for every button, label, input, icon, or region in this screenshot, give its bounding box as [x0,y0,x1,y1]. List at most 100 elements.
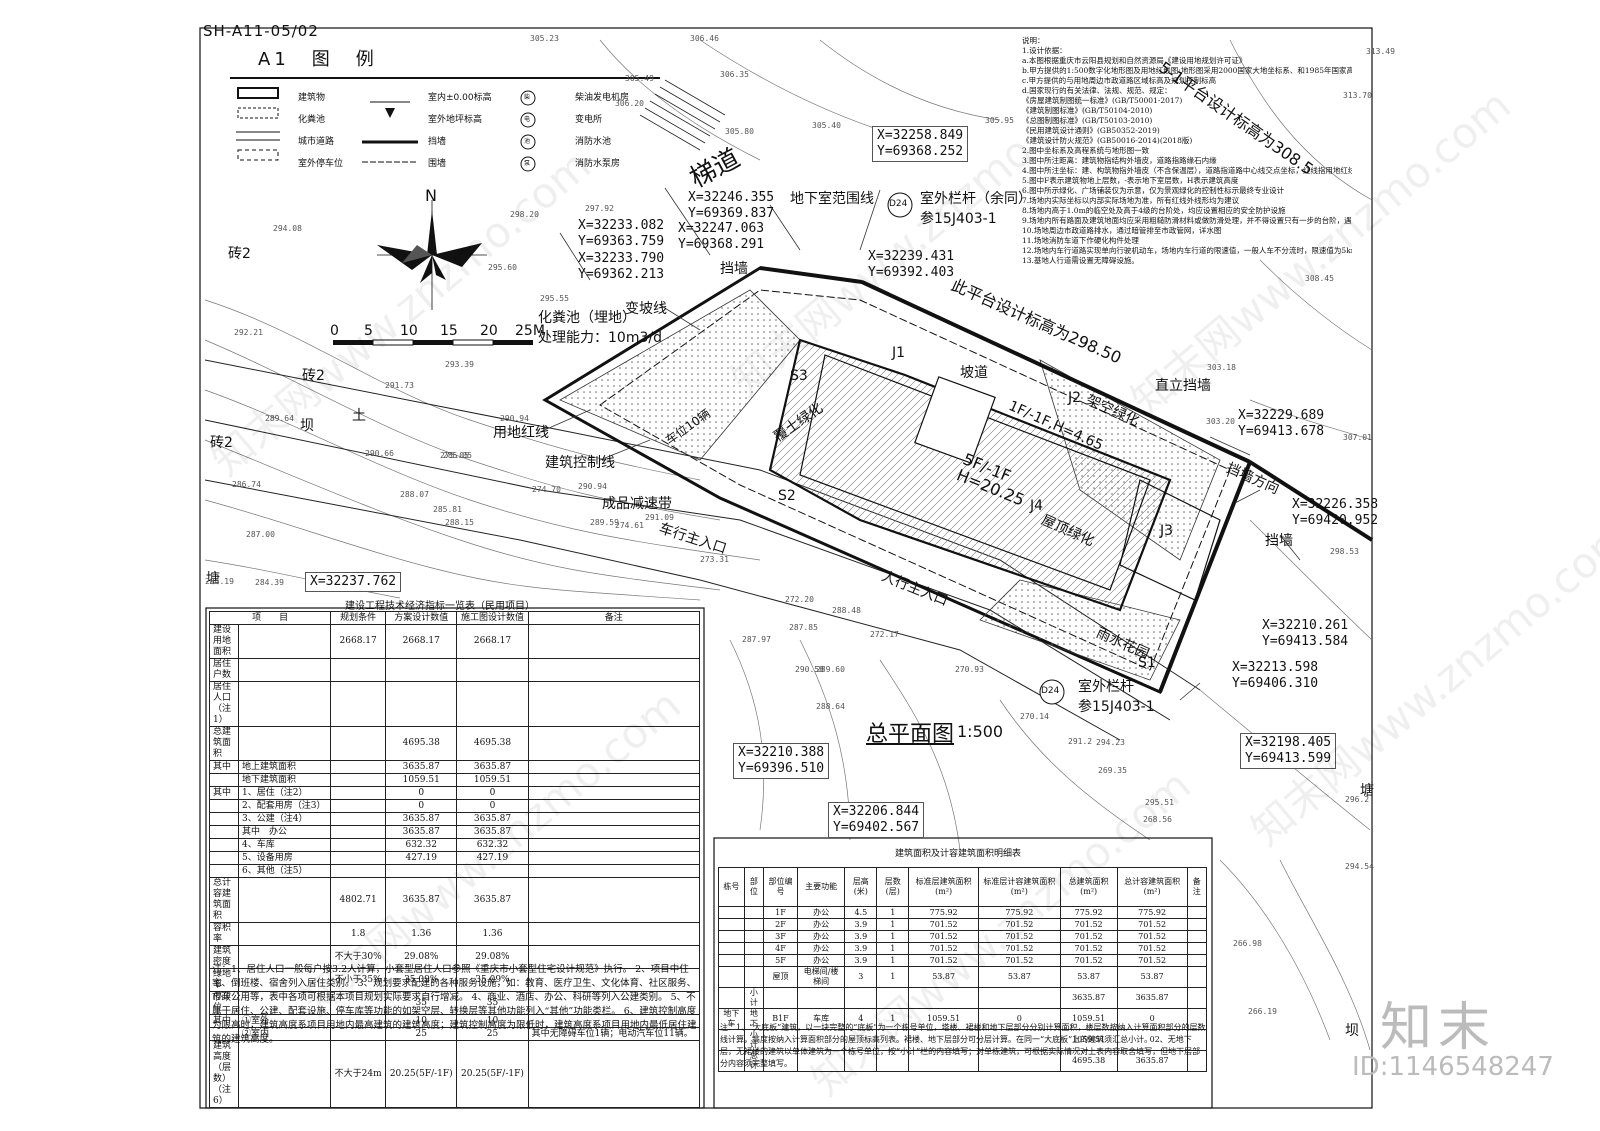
brand-id: ID:1146548247 [1352,1052,1554,1082]
label-railing-ref-1: 参15J403-1 [920,211,997,227]
coord-x: X=32206.844 [833,804,920,819]
design-note-line: 13.基地人行道需设置无障碍设施。 [1022,256,1139,265]
eco-cell: 2668.17 [385,624,458,659]
spot-elevation: 290.58 [795,665,824,674]
scale-label-20: 20 [480,323,498,339]
label-basement-line: 地下室范围线 [790,191,874,207]
spot-elevation: 288.48 [832,606,861,615]
coord-x: X=32258.849 [877,128,964,143]
label-speed-bump: 成品减速带 [602,496,672,512]
plan-scale: 1:500 [957,722,1004,741]
label-septic: 化粪池（埋地） [538,310,636,326]
contour-lines [204,39,1373,1051]
legend-circle-label-2: 电 [524,116,531,123]
scale-label-10: 10 [400,323,418,339]
eco-cell [527,1040,701,1108]
area-cell: 701.52 [1059,942,1118,955]
spot-elevation: 294.08 [273,224,302,233]
eco-cell: 6、其他（注5） [237,864,332,878]
eco-cell [527,922,701,946]
coord-y: Y=69368.291 [678,237,765,252]
eco-cell: 1059.51 [456,773,529,787]
rain-garden-zone [979,579,1181,681]
eco-cell: 不大于24m [330,1040,387,1108]
spot-elevation: 273.31 [700,555,729,564]
eco-cell [330,681,387,727]
legend-label-generator: 柴油发电机房 [575,93,630,103]
area-cell [1186,987,1208,1009]
legend-label-indoor-elev: 室内±0.00标高 [428,93,492,103]
area-header: 总计容建筑面积(m²) [1116,867,1188,907]
design-note-line: 10.场地周边市政道路排水，通过暗管排至市政管网，详水图 [1022,226,1222,235]
scale-label-5: 5 [364,323,373,339]
eco-cell [330,799,387,813]
label-j1: J1 [892,345,906,361]
design-note-line: 12.场地内车行道路实现单向行驶机动车，场地内车行道的限速值，一般人车不分流时，… [1022,246,1352,255]
label-red-line: 用地红线 [493,425,549,441]
area-cell: 701.52 [1116,918,1188,931]
label-dam-1: 坝 [300,418,314,434]
spot-elevation: 270.93 [955,665,984,674]
design-notes: 说明： 1.设计依据： a.本图根据重庆市云阳县规划和自然资源局《建设用地规划许… [1022,36,1352,266]
area-cell: 701.52 [1116,954,1188,967]
area-table-frame [713,837,1213,1109]
spot-elevation: 275.05 [440,451,469,460]
area-header: 主要功能 [796,867,846,907]
eco-row: 6、其他（注5） [209,864,701,878]
spot-elevation: 285.81 [433,505,462,514]
legend-label-road: 城市道路 [298,137,335,147]
eco-cell: 3635.87 [385,825,458,839]
legend-circle-label-1: 柴 [524,94,531,101]
eco-cell [237,726,332,761]
area-header: 备注 [1186,867,1208,907]
design-note-line: 9.场地内所有路面及建筑地面均应采用粗糙防滑材料或做防滑处理，并不得设置只有一步… [1022,216,1352,225]
area-cell [743,954,765,967]
eco-header: 备注 [527,611,701,625]
design-note-line: c.甲方提供的与用地周边市政道路区域标高及规划控制标高 [1022,76,1217,85]
area-header: 层高(米) [844,867,878,907]
eco-cell: 1059.51 [385,773,458,787]
area-table: 栋号部位部位编号主要功能层高(米)层数(层)标准层建筑面积(m²)标准层计容建筑… [718,867,1208,1072]
eco-cell: 不小于35% [330,968,387,992]
coord-x: X=32237.762 [310,574,397,589]
eco-cell: 不大于30% [330,945,387,969]
legend-title: A1 图 例 [258,49,378,70]
spot-elevation: 305.95 [985,116,1014,125]
eco-cell: 4802.71 [330,877,387,923]
area-cell: 办公 [796,906,846,919]
eco-cell [209,773,239,787]
area-header: 部位 [743,867,765,907]
area-cell: 701.52 [1059,918,1118,931]
spot-elevation: 298.20 [510,210,539,219]
eco-cell [209,838,239,852]
eco-header: 项 目 [208,611,332,625]
label-s2: S2 [778,488,796,504]
area-cell: 1 [876,906,910,919]
area-cell: 701.52 [1059,930,1118,943]
area-cell: 总计 [743,1050,765,1072]
core-block [914,376,996,464]
spot-elevation: 305.80 [725,127,754,136]
legend-label-building: 建筑物 [298,93,326,103]
label-railing-ref-2: 参15J403-1 [1078,699,1155,715]
coord-y: Y=69413.678 [1238,424,1325,439]
area-cell [718,966,745,988]
eco-cell: 0 [385,799,458,813]
plan-title: 总平面图 [866,722,955,747]
area-cell [743,930,765,943]
spot-elevation: 307.01 [1343,433,1372,442]
area-cell: 屋顶 [763,966,798,988]
spot-elevation: 313.49 [1366,47,1395,56]
eco-cell: 4、车库 [237,838,332,852]
eco-cell [209,851,239,865]
main-building-outline [768,338,1172,612]
eco-row: 居住人口（注1） [209,681,701,727]
